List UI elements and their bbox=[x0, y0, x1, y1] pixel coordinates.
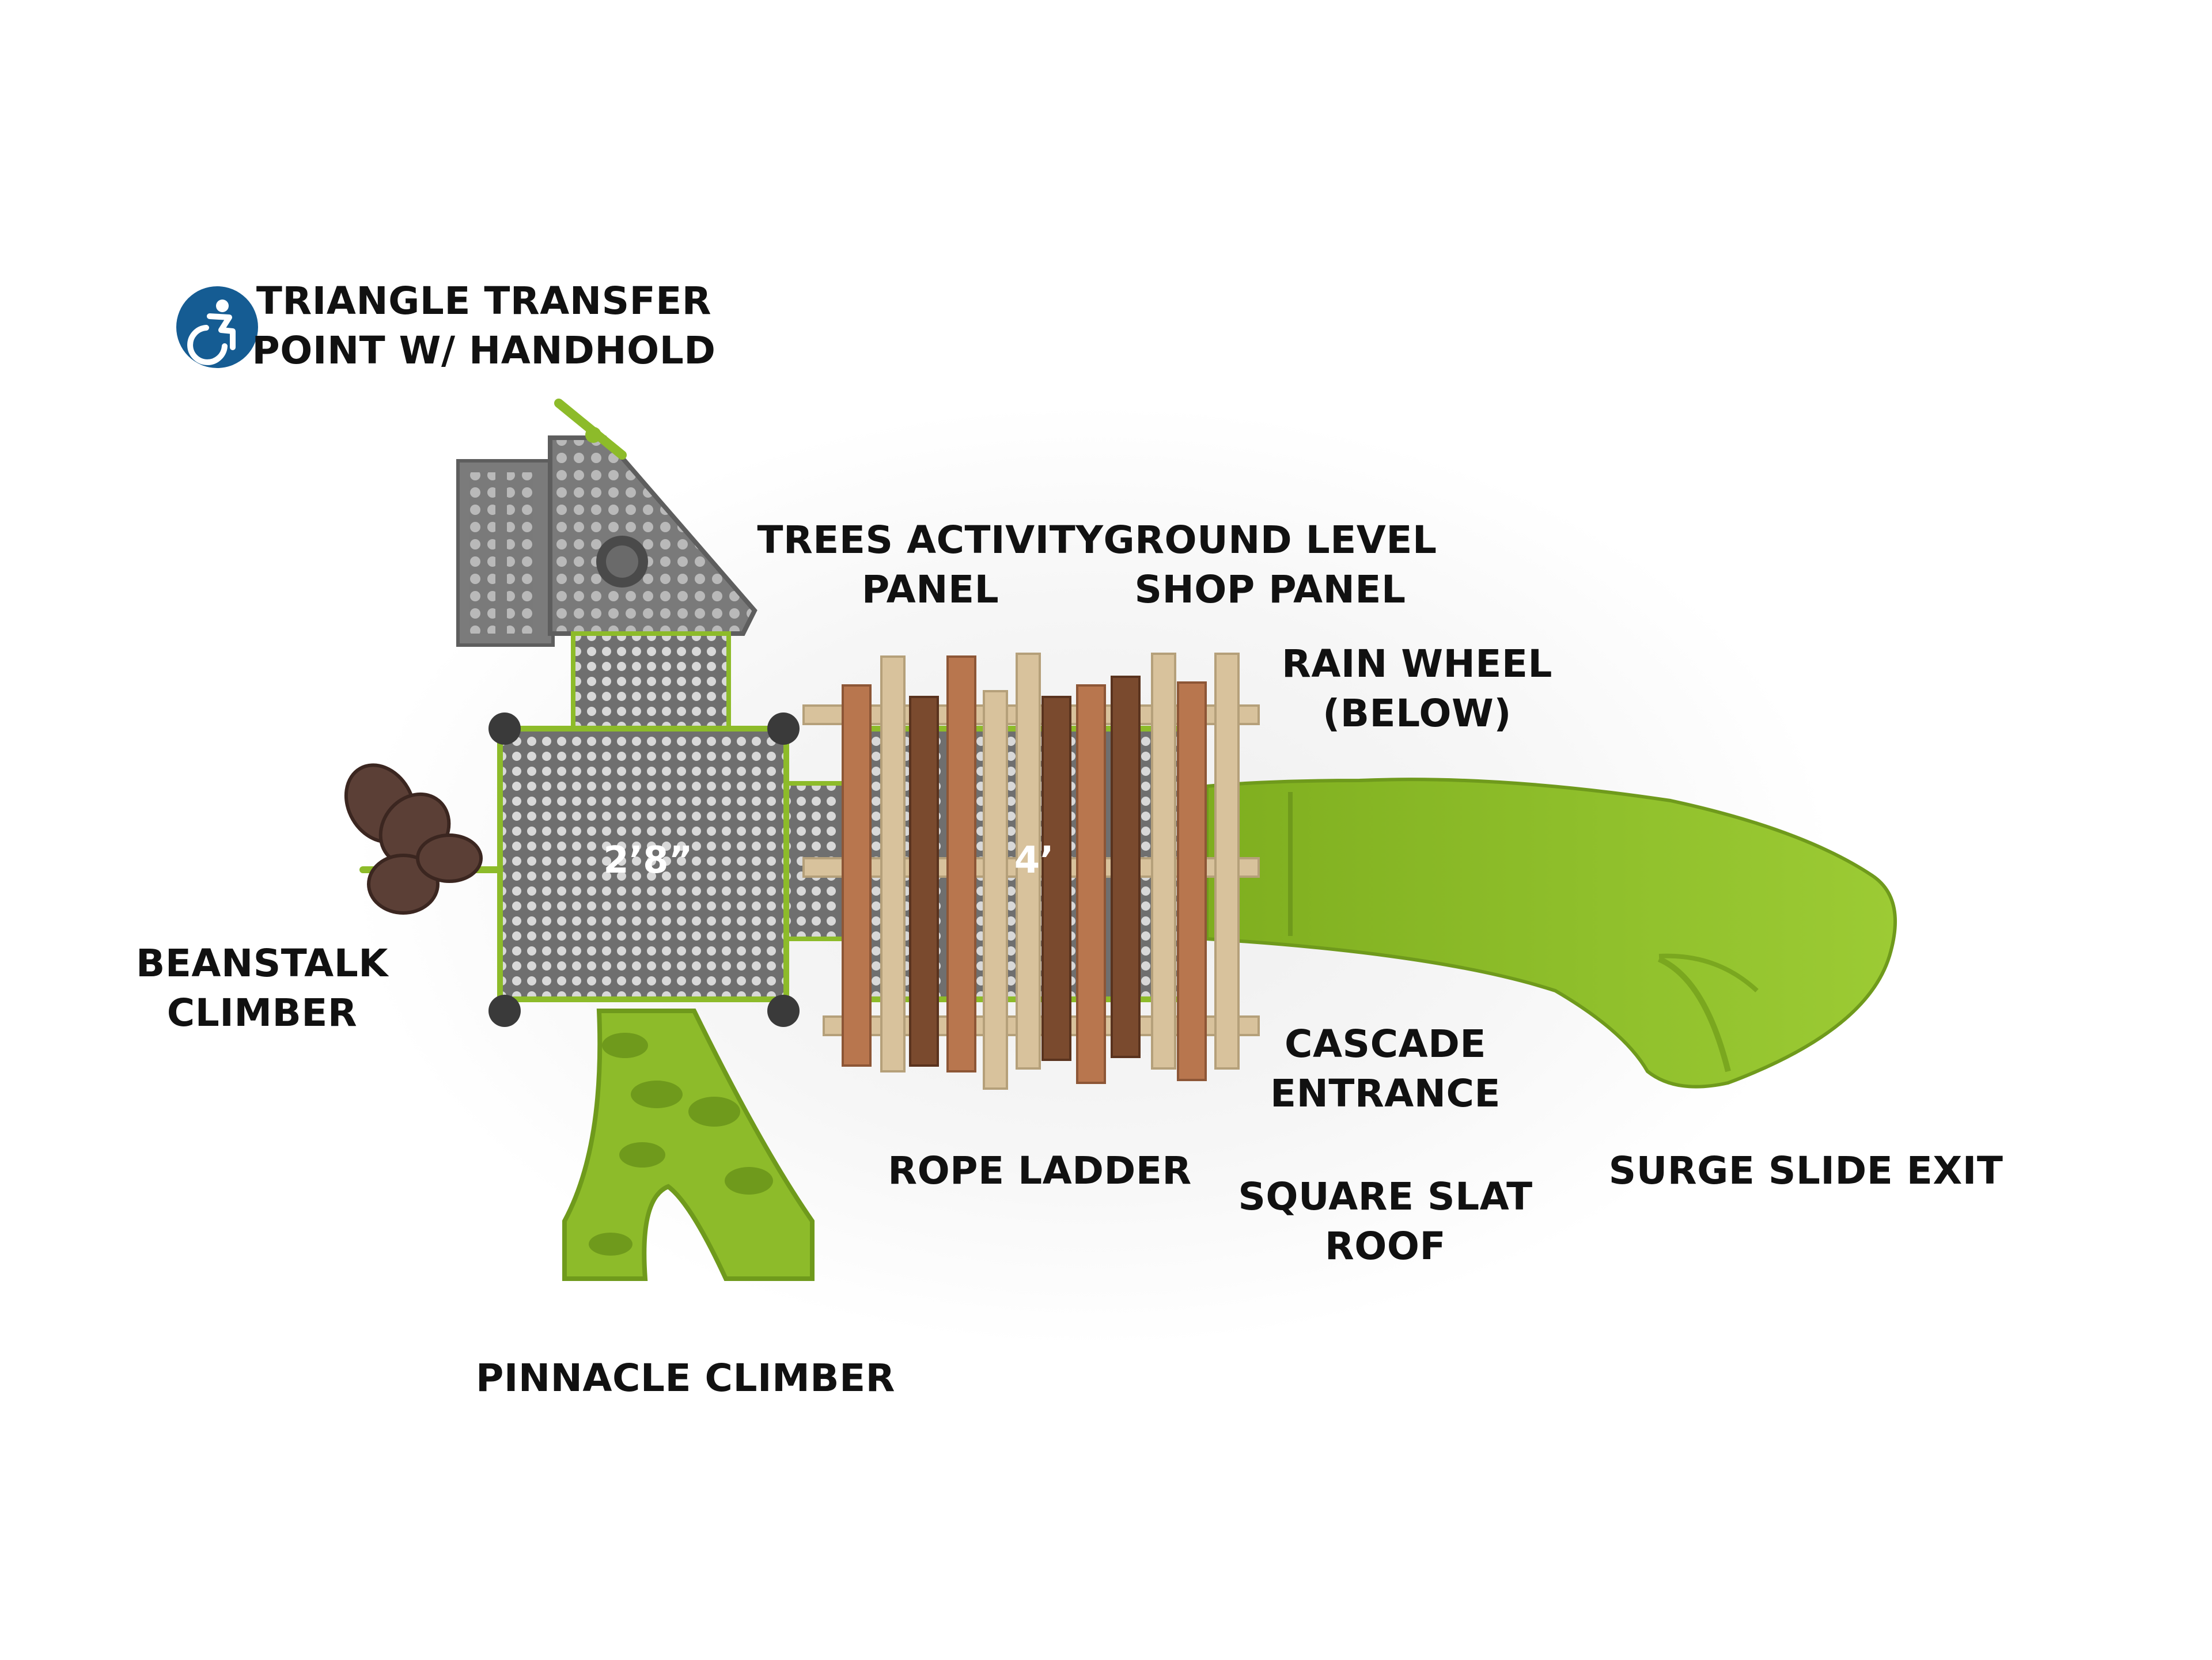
stair-landing bbox=[571, 631, 731, 737]
pinnacle-climber bbox=[562, 1009, 815, 1281]
label-trees-activity-panel: TREES ACTIVITY PANEL bbox=[757, 518, 1104, 612]
label-beanstalk-climber: BEANSTALK CLIMBER bbox=[136, 941, 388, 1035]
label-triangle-transfer: TRIANGLE TRANSFER POINT W/ HANDHOLD bbox=[252, 279, 716, 373]
deck-left bbox=[488, 712, 800, 1027]
label-surge-slide-exit: SURGE SLIDE EXIT bbox=[1608, 1149, 2003, 1193]
surge-slide bbox=[1205, 778, 1897, 1089]
label-ground-level-shop-panel: GROUND LEVEL SHOP PANEL bbox=[1103, 518, 1437, 612]
label-rope-ladder: ROPE LADDER bbox=[888, 1149, 1192, 1193]
deck-height-large: 4’ bbox=[1014, 839, 1054, 882]
beanstalk-climber bbox=[344, 763, 503, 915]
label-rain-wheel: RAIN WHEEL (BELOW) bbox=[1282, 642, 1552, 736]
accessibility-icon bbox=[176, 286, 258, 368]
deck-height-small: 2’8” bbox=[603, 839, 692, 882]
label-pinnacle-climber: PINNACLE CLIMBER bbox=[476, 1356, 895, 1400]
label-square-slat-roof: SQUARE SLAT ROOF bbox=[1238, 1174, 1533, 1268]
label-cascade-entrance: CASCADE ENTRANCE bbox=[1270, 1022, 1501, 1116]
triangle-transfer-point bbox=[456, 399, 757, 647]
square-slat-roof bbox=[802, 653, 1260, 1090]
